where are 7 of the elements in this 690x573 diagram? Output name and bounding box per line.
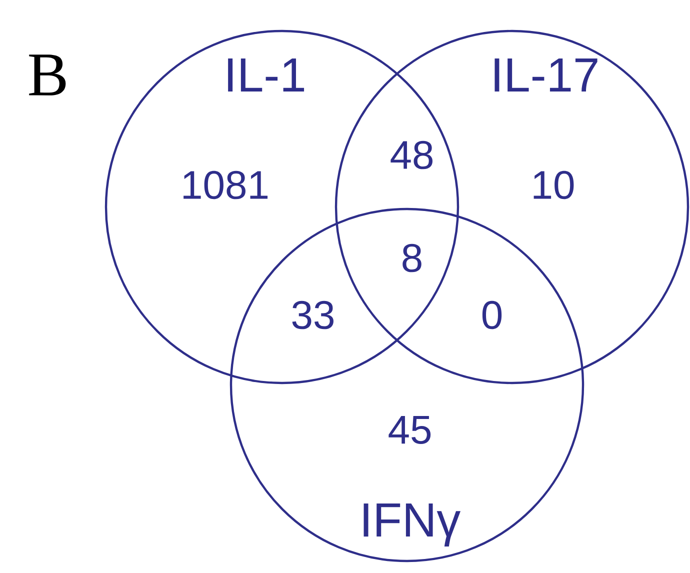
region-count: 33 xyxy=(292,300,334,330)
region-count: 8 xyxy=(402,244,422,272)
region-count: 48 xyxy=(390,140,432,170)
region-count: 10 xyxy=(534,170,574,200)
region-count: 45 xyxy=(388,416,431,444)
region-count: 1081 xyxy=(184,170,268,200)
region-count: 0 xyxy=(482,300,502,330)
